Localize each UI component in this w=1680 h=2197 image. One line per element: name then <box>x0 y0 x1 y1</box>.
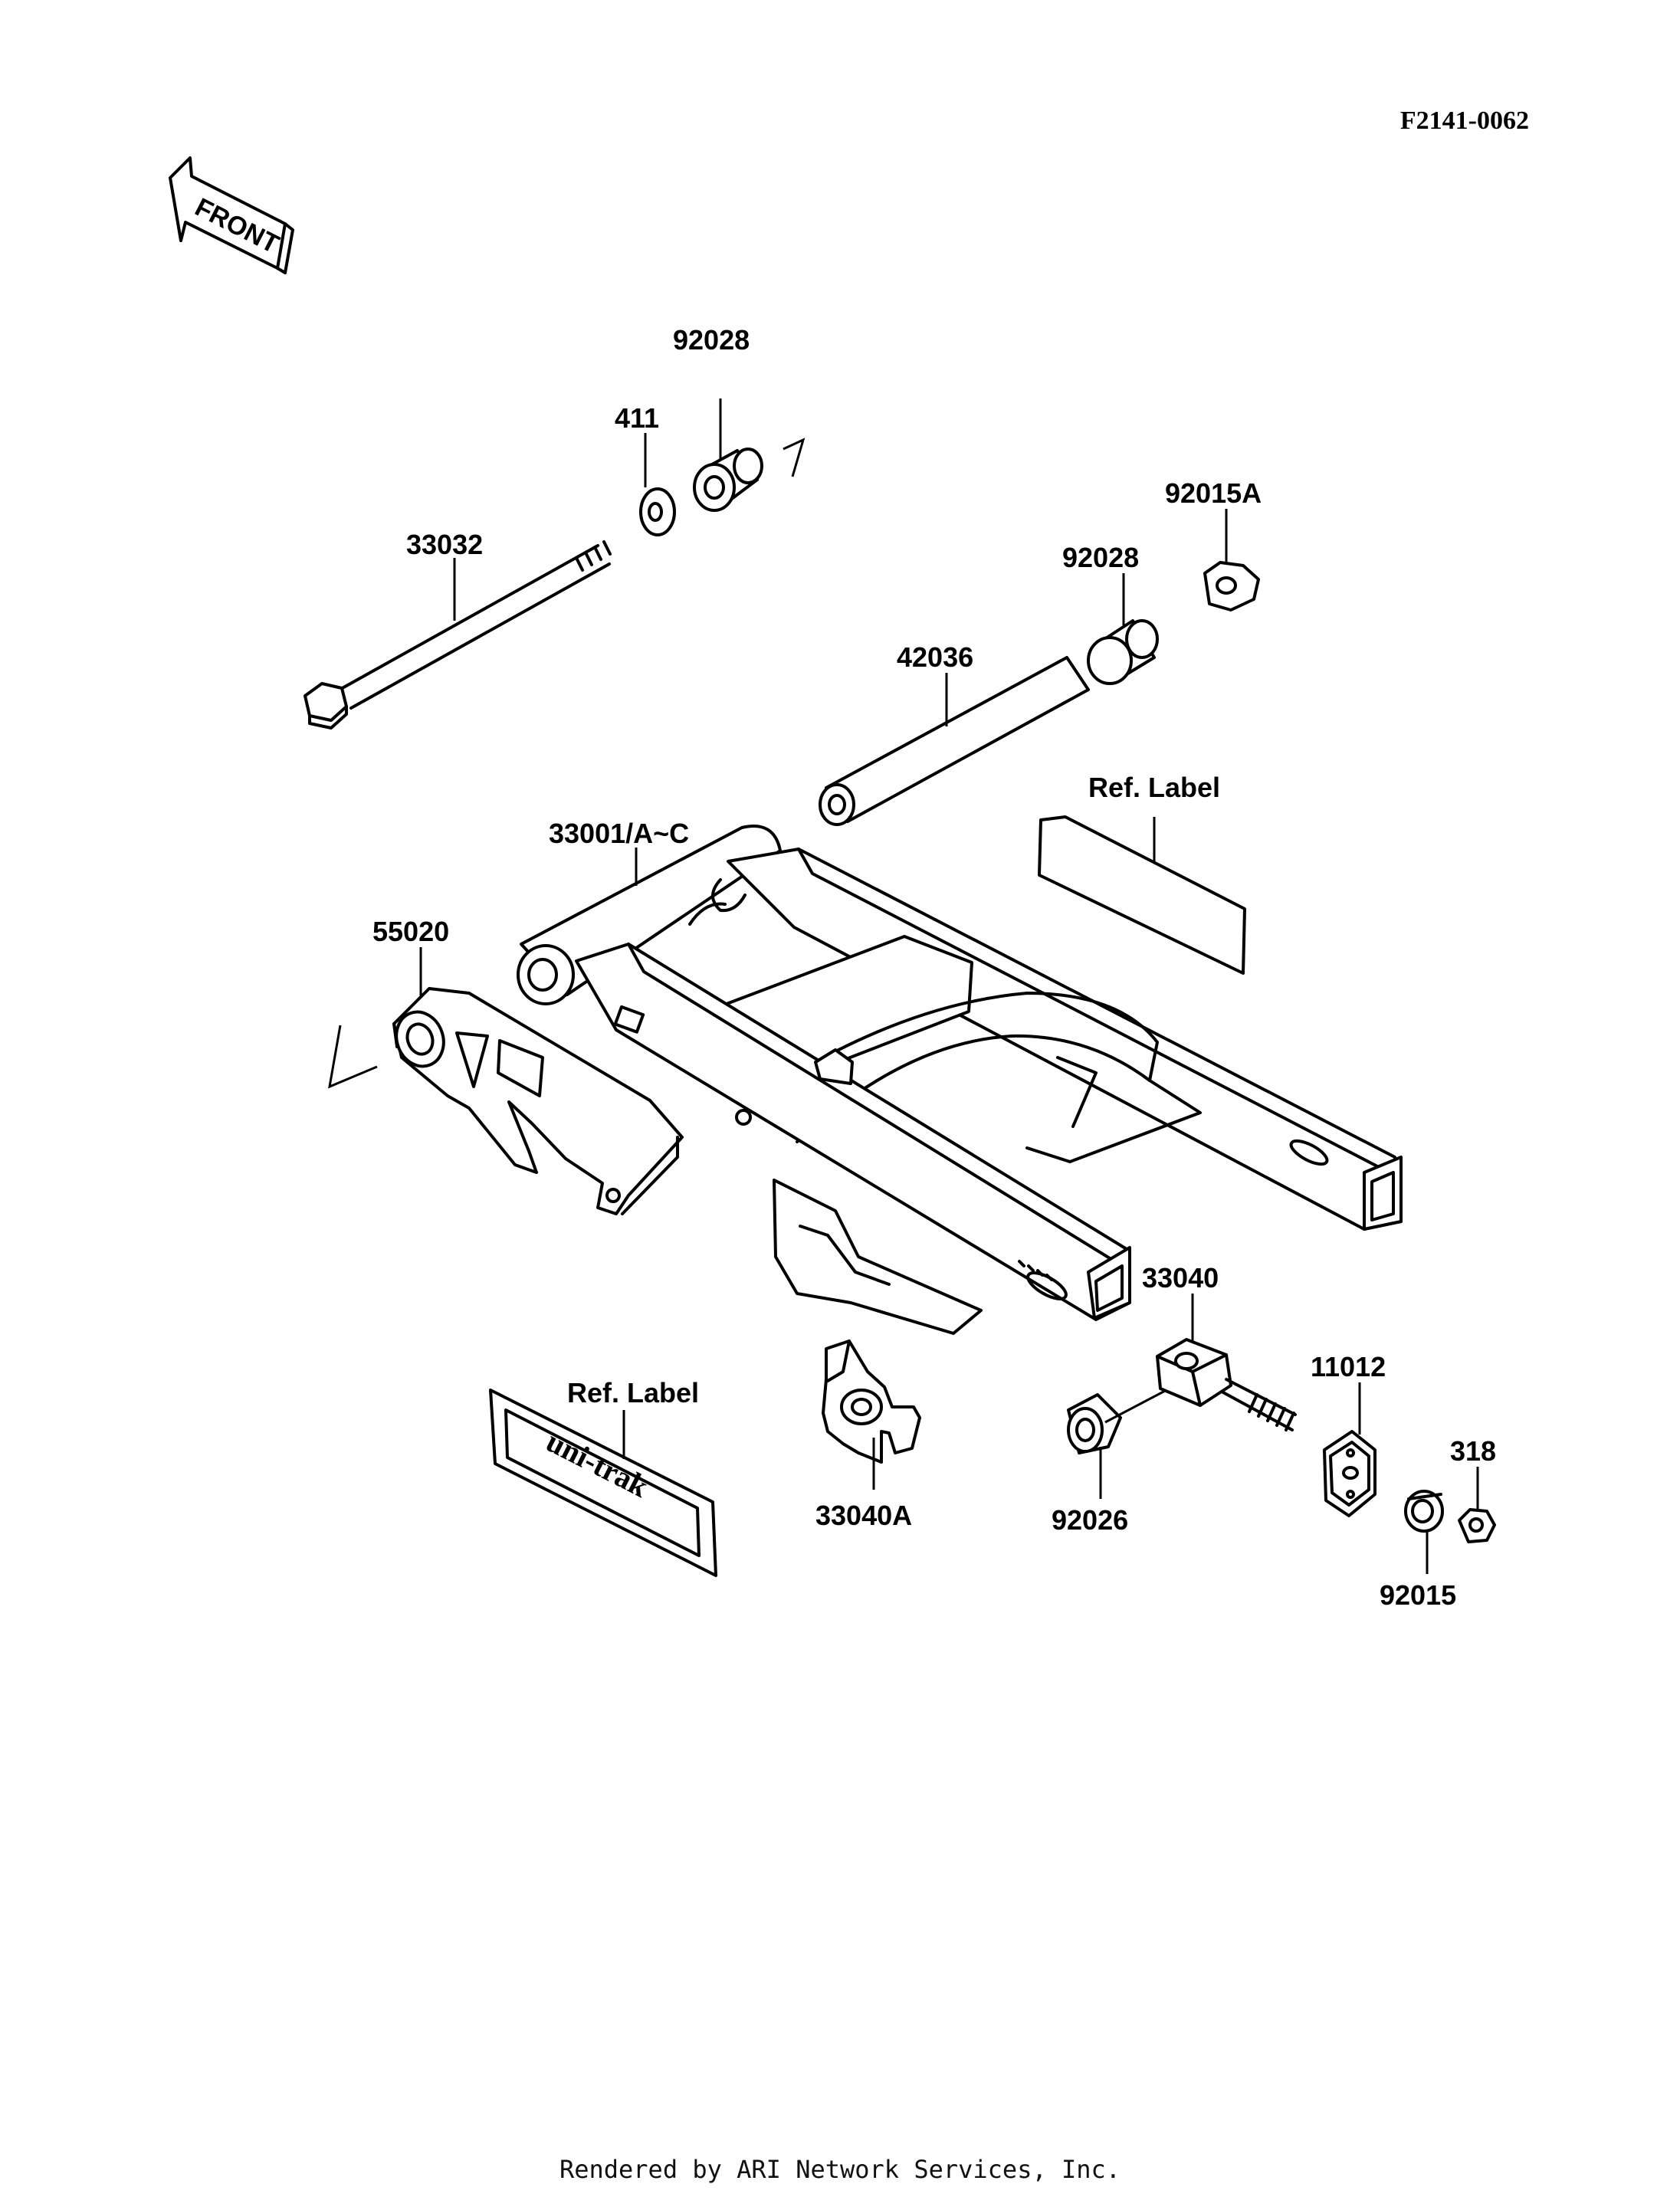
label-318: 318 <box>1450 1435 1496 1467</box>
ref-label-bottom-sticker: uni-trak <box>489 1389 717 1577</box>
diagram-code: F2141-0062 <box>1400 107 1529 135</box>
label-33040A: 33040A <box>815 1500 912 1531</box>
part-33040-adjuster <box>1156 1338 1297 1431</box>
label-92015A: 92015A <box>1165 477 1262 509</box>
label-33040: 33040 <box>1142 1262 1219 1294</box>
part-318-nut <box>1458 1508 1496 1543</box>
part-33032-bolt <box>304 540 612 730</box>
front-arrow-icon: FRONT <box>169 156 294 274</box>
leader-92026-link <box>1104 1389 1167 1424</box>
part-92028-top-collar <box>693 448 763 512</box>
label-11012: 11012 <box>1311 1351 1386 1382</box>
label-33032: 33032 <box>406 529 483 560</box>
label-42036: 42036 <box>897 641 973 673</box>
label-411: 411 <box>615 402 659 434</box>
label-92015: 92015 <box>1380 1579 1456 1611</box>
part-92015A-nut <box>1203 561 1260 612</box>
label-33001: 33001/A~C <box>549 818 689 849</box>
continuation-mark-top <box>783 438 806 477</box>
label-92026: 92026 <box>1052 1504 1128 1536</box>
label-92028-right: 92028 <box>1062 542 1139 573</box>
part-11012-gasket <box>1323 1430 1376 1517</box>
part-42036-sleeve <box>819 656 1090 826</box>
ref-label-bottom: Ref. Label <box>567 1377 699 1408</box>
part-92028-right-collar <box>1087 619 1159 685</box>
part-33001-swingarm <box>517 825 1403 1335</box>
label-92028-top: 92028 <box>673 324 750 356</box>
label-55020: 55020 <box>372 916 449 947</box>
part-92026-collar <box>1067 1393 1122 1454</box>
ref-label-top: Ref. Label <box>1088 772 1220 803</box>
part-33040A-plate <box>822 1340 921 1464</box>
part-411-washer <box>639 487 676 536</box>
continuation-mark-left <box>328 1025 378 1089</box>
footer-credit: Rendered by ARI Network Services, Inc. <box>559 2155 1121 2184</box>
ref-label-top-sticker <box>1038 815 1246 975</box>
part-55020-chain-guard <box>392 987 684 1215</box>
part-92015-nut <box>1404 1490 1444 1533</box>
